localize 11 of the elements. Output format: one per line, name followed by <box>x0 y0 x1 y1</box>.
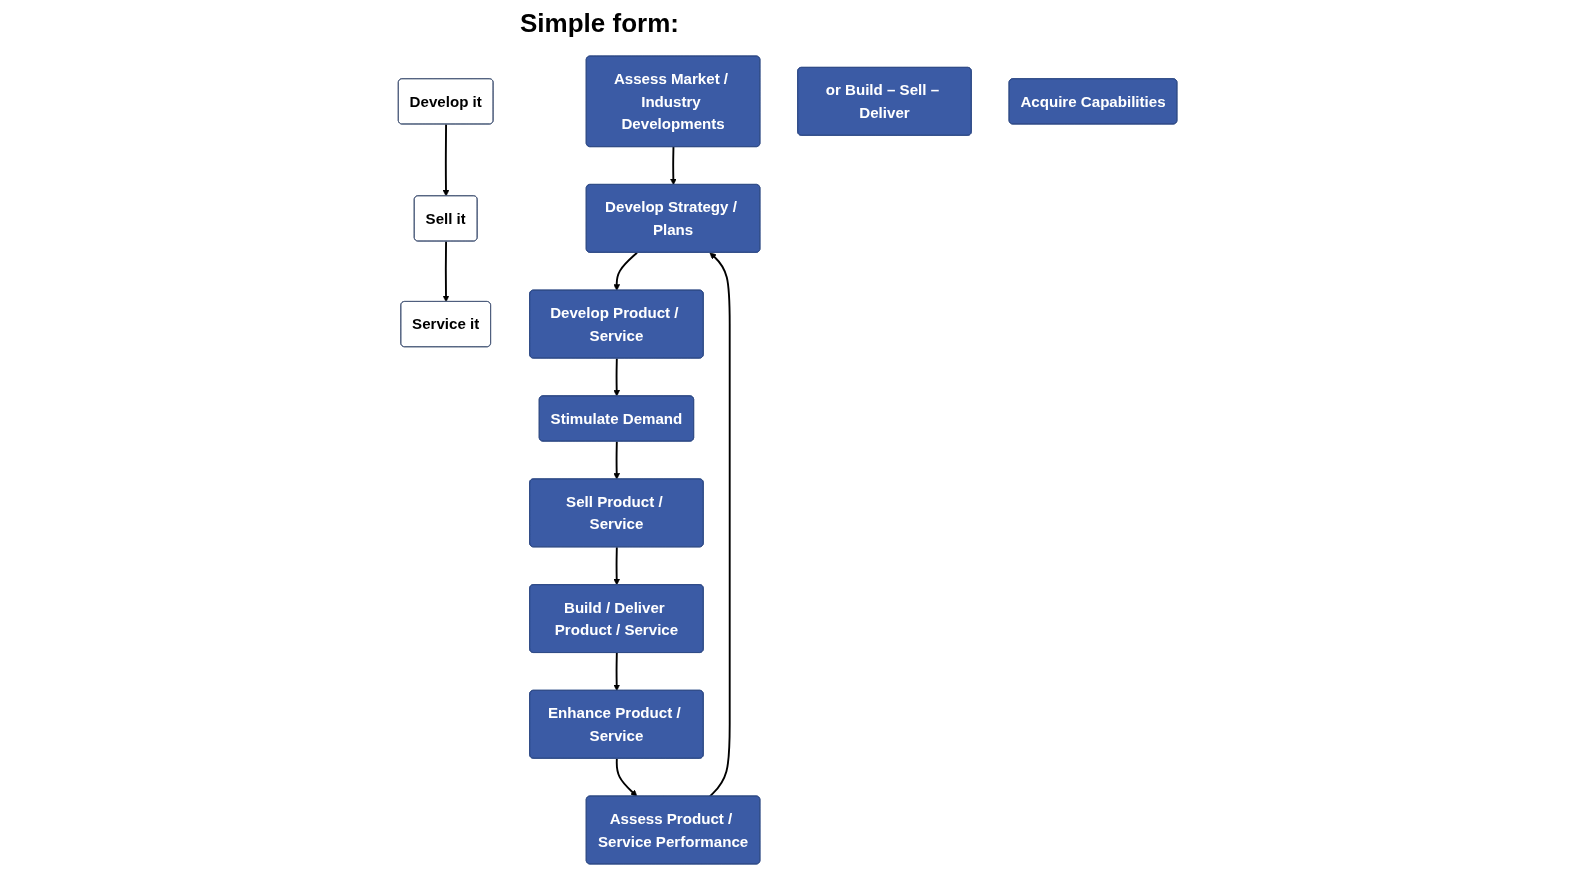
arrow <box>443 123 450 197</box>
arrow <box>670 146 678 186</box>
heading-text: Simple form: <box>520 8 679 39</box>
arrow <box>616 757 638 797</box>
arrow <box>709 252 732 798</box>
arrow <box>613 440 621 480</box>
arrow <box>613 651 621 691</box>
arrow <box>443 240 450 303</box>
arrow <box>613 251 639 291</box>
arrow <box>613 357 621 397</box>
arrow <box>613 546 621 586</box>
